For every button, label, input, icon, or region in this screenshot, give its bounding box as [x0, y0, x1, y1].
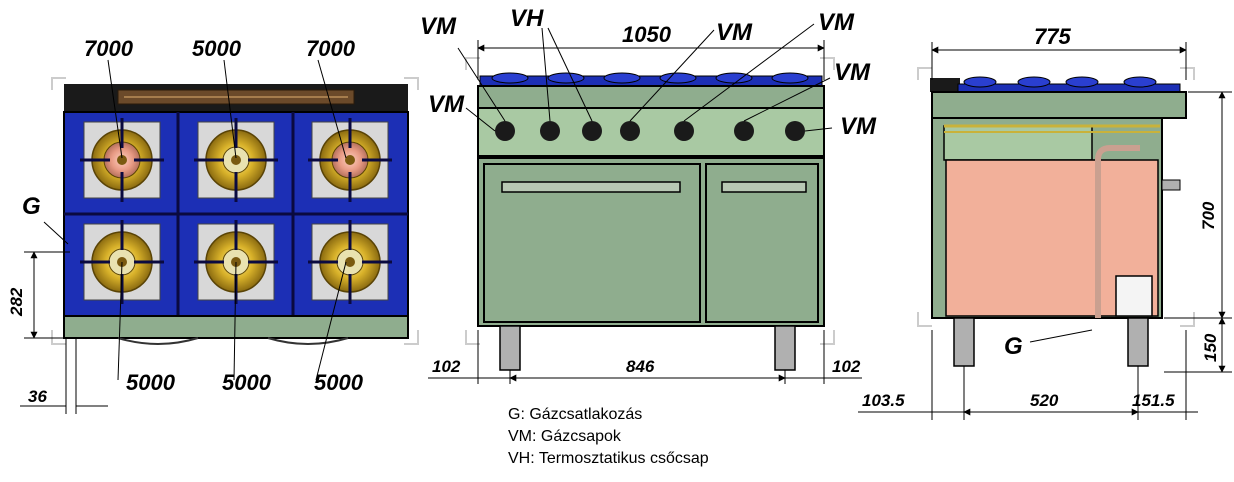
- side-leg-front: [953, 317, 975, 367]
- dim-103-5: 103.5: [862, 391, 905, 410]
- legend-g: G: Gázcsatlakozás: [508, 406, 643, 423]
- dim-520: 520: [1030, 391, 1059, 410]
- gas-inlet-box: [1115, 275, 1153, 317]
- front-top-rail: [477, 85, 825, 109]
- side-view: 775 700 150 103.5 520 151.5 G: [858, 24, 1232, 420]
- burner-1: [80, 118, 164, 202]
- dim-775: 775: [1034, 24, 1071, 49]
- top-view: 7000 5000 7000 5000 5000 5000 G 282 36: [7, 36, 419, 414]
- label-vm-left: VM: [428, 91, 465, 118]
- label-vm-top-left: VM: [420, 13, 457, 40]
- gas-connection-label-side: G: [1004, 333, 1023, 360]
- leg-front-right: [774, 325, 796, 371]
- door-handle-right: [721, 181, 807, 193]
- leg-front-left: [499, 325, 521, 371]
- burner-rating-bottom-left: 5000: [126, 370, 176, 395]
- dim-700: 700: [1199, 201, 1218, 230]
- label-vm-right-lower: VM: [840, 113, 877, 140]
- side-top-rail: [931, 91, 1187, 119]
- door-handle-left: [501, 181, 681, 193]
- side-leg-rear: [1127, 317, 1149, 367]
- dim-282: 282: [7, 287, 26, 317]
- oven-cavity: [945, 159, 1097, 317]
- gas-connection-label-top: G: [22, 193, 41, 220]
- dim-1050: 1050: [622, 22, 672, 47]
- front-view: 1050 102 846 102 VM VH VM VM VM: [420, 5, 877, 384]
- burner-rating-top-right: 7000: [306, 36, 356, 61]
- dim-846: 846: [626, 357, 655, 376]
- label-vm-right-upper: VM: [834, 59, 871, 86]
- legend: G: Gázcsatlakozás VM: Gázcsapok VH: Term…: [508, 404, 709, 470]
- front-strip: [63, 315, 409, 339]
- dim-102-left: 102: [432, 357, 461, 376]
- burner-6: [308, 220, 392, 304]
- burner-rating-bottom-middle: 5000: [222, 370, 272, 395]
- knobs: [495, 121, 805, 141]
- dim-102-right: 102: [832, 357, 861, 376]
- burner-rating-top-left: 7000: [84, 36, 134, 61]
- legend-vh: VH: Termosztatikus csőcsap: [508, 450, 709, 467]
- burner-rating-top-middle: 5000: [192, 36, 242, 61]
- label-vm-top-right: VM: [818, 9, 855, 36]
- dim-36: 36: [28, 387, 47, 406]
- burner-rating-bottom-right: 5000: [314, 370, 364, 395]
- control-panel: [477, 107, 825, 157]
- burner-2: [194, 118, 278, 202]
- dim-150: 150: [1201, 333, 1220, 362]
- label-vm-top-mid: VM: [716, 19, 753, 46]
- dim-151-5: 151.5: [1132, 391, 1175, 410]
- burner-3: [308, 118, 392, 202]
- legend-vm: VM: Gázcsapok: [508, 428, 621, 445]
- label-vh: VH: [510, 5, 544, 32]
